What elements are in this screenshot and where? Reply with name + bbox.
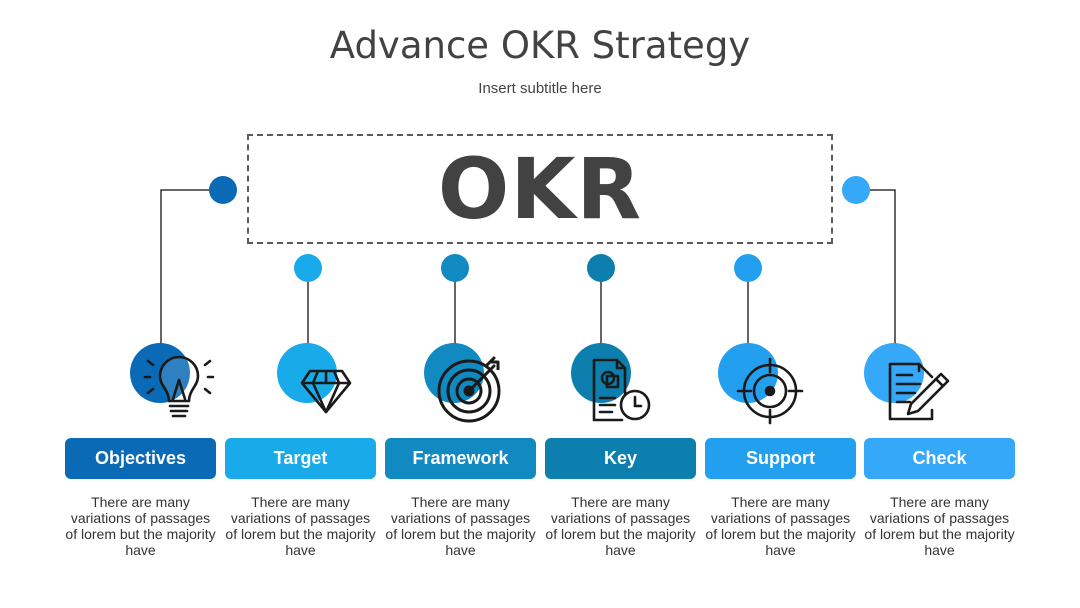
card-support: Support xyxy=(705,438,856,479)
icon-bg-support xyxy=(718,343,778,403)
icon-bg-key xyxy=(571,343,631,403)
document-clock-icon xyxy=(592,358,651,422)
icon-bg-check xyxy=(864,343,924,403)
card-label: Target xyxy=(273,448,328,468)
card-label: Key xyxy=(603,448,638,468)
page-subtitle: Insert subtitle here xyxy=(478,80,602,97)
dot-key xyxy=(587,254,615,282)
dot-check xyxy=(842,176,870,204)
desc-target: There are many variations of passages of… xyxy=(225,494,376,558)
lightbulb-icon xyxy=(143,355,215,418)
card-label: Objectives xyxy=(94,448,187,468)
card-framework: Framework xyxy=(385,438,536,479)
dot-objectives xyxy=(209,176,237,204)
desc-support: There are many variations of passages of… xyxy=(705,494,856,558)
card-target: Target xyxy=(225,438,376,479)
page-title: Advance OKR Strategy xyxy=(329,24,751,67)
card-objectives: Objectives xyxy=(65,438,216,479)
card-label: Support xyxy=(746,448,815,468)
diamond-icon xyxy=(300,369,352,414)
contract-pen-icon xyxy=(888,362,950,421)
desc-objectives: There are many variations of passages of… xyxy=(65,494,216,558)
dot-framework xyxy=(441,254,469,282)
okr-frame: OKR xyxy=(247,134,833,244)
desc-check: There are many variations of passages of… xyxy=(864,494,1015,558)
card-label: Framework xyxy=(412,448,509,468)
desc-framework: There are many variations of passages of… xyxy=(385,494,536,558)
connector-check xyxy=(856,189,896,350)
desc-key: There are many variations of passages of… xyxy=(545,494,696,558)
crosshair-icon xyxy=(736,357,804,425)
card-check: Check xyxy=(864,438,1015,479)
dot-support xyxy=(734,254,762,282)
target-arrow-icon xyxy=(437,356,501,423)
okr-label: OKR xyxy=(437,140,643,238)
card-label: Check xyxy=(912,448,967,468)
dot-target xyxy=(294,254,322,282)
connector-objectives xyxy=(160,189,223,350)
icon-bg-framework xyxy=(424,343,484,403)
icon-bg-target xyxy=(277,343,337,403)
card-key: Key xyxy=(545,438,696,479)
